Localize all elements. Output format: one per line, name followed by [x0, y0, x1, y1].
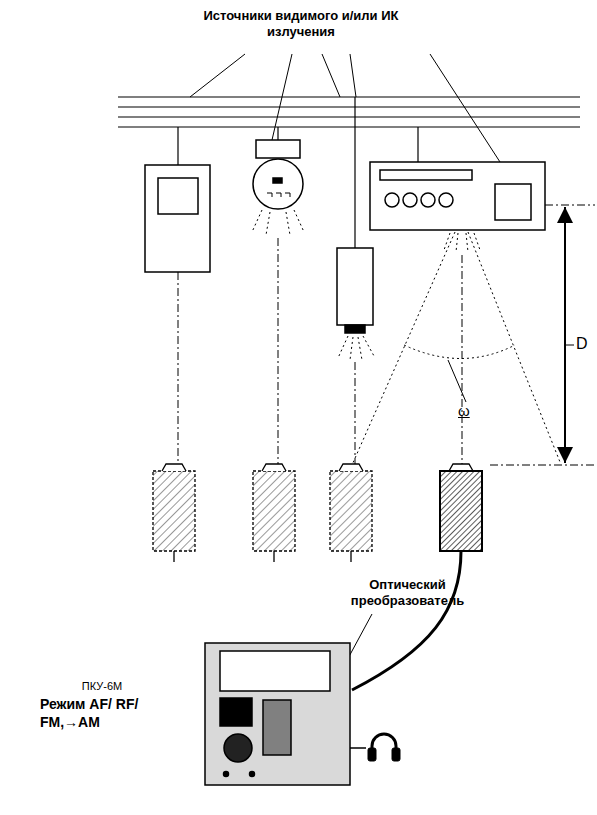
mode-label: Режим AF/ RF/ FM,→AM: [40, 696, 165, 731]
light-rays: [338, 336, 374, 360]
source-heading: Источники видимого и/или ИК излучения: [170, 8, 432, 41]
headphone-cable: [350, 747, 366, 749]
angle-label: ω: [458, 402, 478, 421]
receiver-unit: [205, 643, 350, 785]
handheld-device: [145, 165, 210, 272]
bench-instrument: [370, 162, 545, 230]
optical-sensor: [153, 471, 372, 551]
dimension-label: D: [576, 334, 594, 354]
active-sensor: [440, 471, 482, 551]
headphones-icon: [368, 734, 400, 761]
dimension-arrow: [564, 207, 566, 463]
radiation-cone: [352, 232, 560, 465]
lamp-bulb: [253, 140, 303, 209]
dimension-tick: [565, 345, 574, 346]
cylinder-lamp: [337, 248, 373, 333]
light-rays: [252, 210, 304, 235]
sensor-label: Оптический преобразователь: [345, 577, 470, 610]
power-bus: [118, 97, 580, 127]
device-name: ПКУ-6М: [62, 680, 142, 694]
sensor-caps: [162, 464, 473, 562]
light-rays: [444, 233, 480, 252]
optical-axes: [178, 205, 595, 465]
leader-lines: [190, 54, 500, 162]
angle-leader: [448, 360, 466, 402]
